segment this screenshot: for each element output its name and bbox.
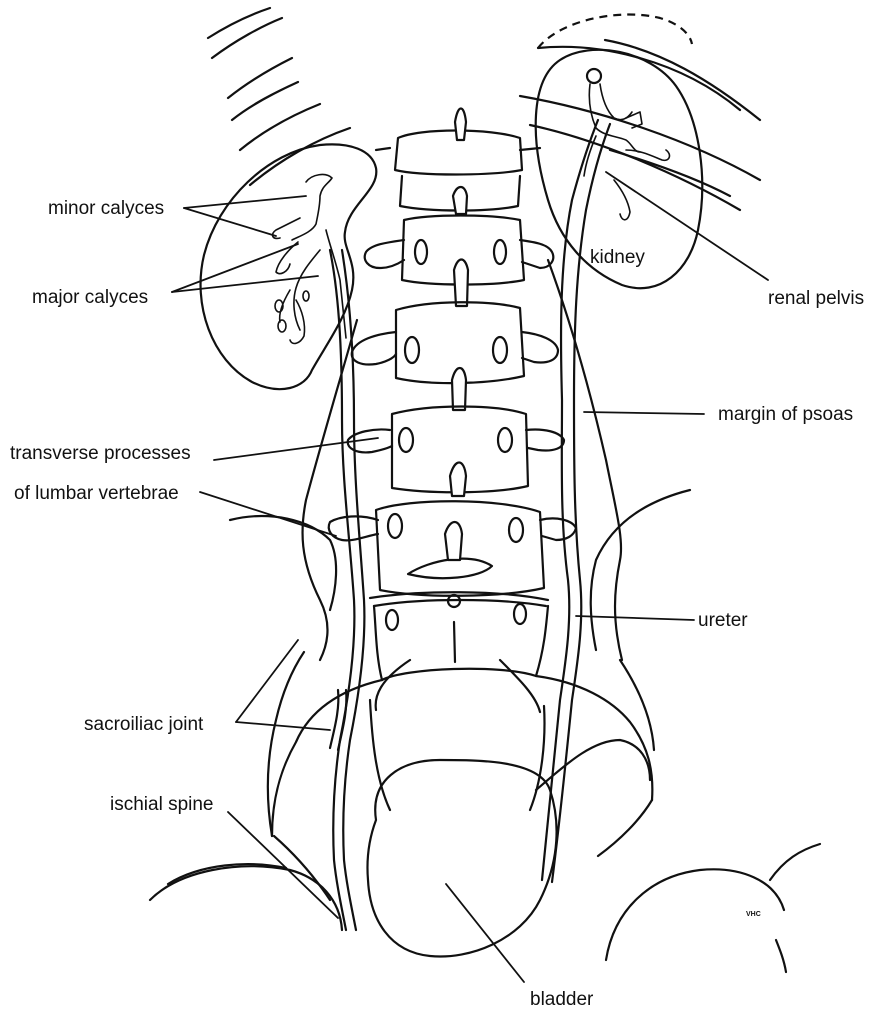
label-transverse-processes: transverse processes [10, 443, 191, 464]
leader-lines [172, 172, 768, 982]
artist-signature: VHC [746, 911, 761, 918]
label-major-calyces: major calyces [32, 287, 148, 308]
label-sacroiliac-joint: sacroiliac joint [84, 714, 204, 735]
femoral-heads [150, 844, 820, 972]
left-kidney [201, 144, 377, 389]
labels: minor calyces major calyces transverse p… [10, 198, 864, 1010]
label-of-lumbar-vertebrae: of lumbar vertebrae [14, 483, 179, 504]
label-margin-of-psoas: margin of psoas [718, 404, 853, 425]
label-ureter: ureter [698, 610, 748, 631]
label-renal-pelvis: renal pelvis [768, 288, 864, 309]
label-kidney: kidney [590, 247, 645, 268]
label-ischial-spine: ischial spine [110, 794, 214, 815]
label-minor-calyces: minor calyces [48, 198, 164, 219]
label-bladder: bladder [530, 989, 594, 1010]
